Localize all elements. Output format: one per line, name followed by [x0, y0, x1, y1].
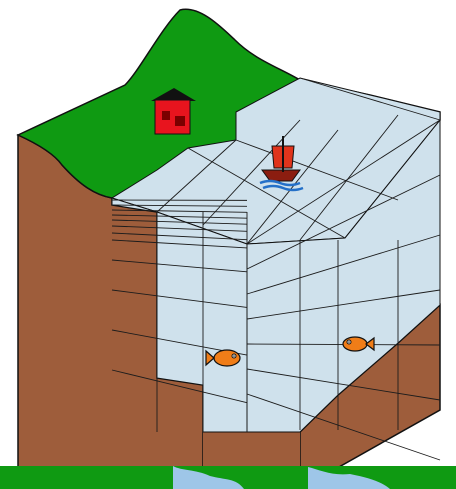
bottom-strip: [0, 466, 456, 489]
